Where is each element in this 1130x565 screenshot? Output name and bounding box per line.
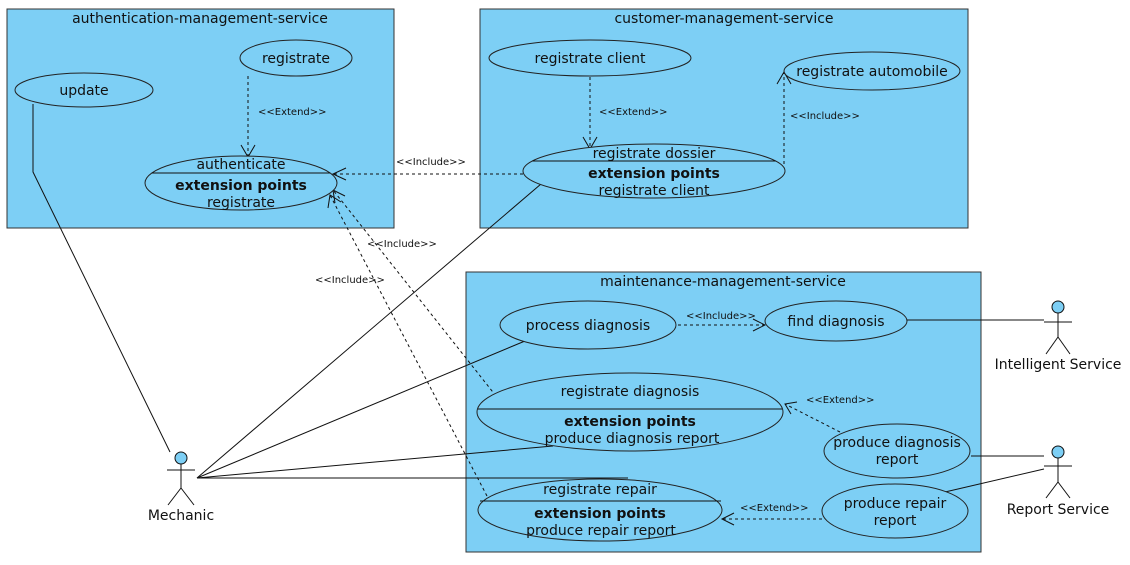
label-include-repair-auth: <<Include>> [315, 275, 385, 286]
actor-head-icon [1051, 445, 1065, 459]
assoc-mechanic-diagnosis [196, 445, 554, 479]
svg-text:produce repair: produce repair [844, 496, 947, 512]
actor-intelligent-service[interactable]: Intelligent Service [995, 300, 1122, 373]
svg-text:registrate client: registrate client [535, 51, 646, 67]
use-case-registrate-dossier[interactable]: registrate dossier extension points regi… [522, 143, 786, 199]
svg-text:find diagnosis: find diagnosis [787, 314, 884, 330]
svg-text:registrate automobile: registrate automobile [796, 64, 948, 80]
svg-text:extension points: extension points [175, 178, 307, 194]
label-extend-client: <<Extend>> [599, 107, 668, 118]
svg-text:registrate diagnosis: registrate diagnosis [561, 384, 700, 400]
label-include-diag-auth: <<Include>> [367, 239, 437, 250]
actor-intelligent-label: Intelligent Service [995, 357, 1122, 373]
label-include-automobile: <<Include>> [790, 111, 860, 122]
svg-text:registrate client: registrate client [599, 183, 710, 199]
svg-text:update: update [59, 83, 108, 99]
label-include-find: <<Include>> [686, 311, 756, 322]
actor-mechanic-label: Mechanic [148, 508, 214, 524]
assoc-mechanic-update [32, 104, 171, 453]
use-case-find-diagnosis[interactable]: find diagnosis [764, 300, 908, 342]
label-include-dossier-auth: <<Include>> [396, 157, 466, 168]
use-case-authenticate[interactable]: authenticate extension points registrate [144, 155, 338, 211]
label-extend-registrate: <<Extend>> [258, 107, 327, 118]
assoc-mechanic-dossier [196, 183, 542, 479]
svg-text:authenticate: authenticate [196, 157, 285, 173]
associations [32, 104, 1045, 493]
svg-text:registrate: registrate [207, 195, 275, 211]
use-case-registrate-automobile[interactable]: registrate automobile [783, 51, 961, 91]
use-case-produce-repair-report[interactable]: produce repair report [821, 483, 969, 539]
assoc-mechanic-process [196, 340, 526, 479]
actor-mechanic[interactable]: Mechanic [148, 451, 214, 524]
label-extend-repair: <<Extend>> [740, 503, 809, 514]
package-customer-title: customer-management-service [614, 11, 833, 27]
svg-text:report: report [874, 513, 917, 529]
label-extend-diag: <<Extend>> [806, 395, 875, 406]
actor-head-icon [174, 451, 188, 465]
use-case-registrate[interactable]: registrate [239, 39, 353, 77]
use-case-registrate-client[interactable]: registrate client [488, 39, 692, 77]
svg-text:process diagnosis: process diagnosis [526, 318, 650, 334]
svg-text:produce diagnosis: produce diagnosis [833, 435, 961, 451]
use-case-registrate-repair[interactable]: registrate repair extension points produ… [477, 478, 723, 542]
actor-report-label: Report Service [1007, 502, 1110, 518]
svg-text:produce diagnosis report: produce diagnosis report [545, 431, 720, 447]
svg-text:report: report [876, 452, 919, 468]
svg-text:extension points: extension points [564, 414, 696, 430]
svg-text:produce repair report: produce repair report [526, 523, 676, 539]
actor-head-icon [1051, 300, 1065, 314]
svg-text:registrate dossier: registrate dossier [593, 146, 716, 162]
use-case-registrate-diagnosis[interactable]: registrate diagnosis extension points pr… [476, 372, 784, 452]
use-case-process-diagnosis[interactable]: process diagnosis [499, 300, 677, 350]
svg-text:registrate repair: registrate repair [543, 482, 657, 498]
package-maintenance-title: maintenance-management-service [600, 274, 846, 290]
svg-text:registrate: registrate [262, 51, 330, 67]
svg-text:extension points: extension points [588, 166, 720, 182]
use-case-update[interactable]: update [14, 72, 154, 108]
dependencies: <<Extend>> <<Include>> <<Extend>> <<Incl… [240, 71, 875, 526]
svg-text:extension points: extension points [534, 506, 666, 522]
assoc-prorepair-report [944, 468, 1045, 493]
actor-report-service[interactable]: Report Service [1007, 445, 1110, 518]
use-case-produce-diagnosis-report[interactable]: produce diagnosis report [823, 423, 971, 479]
package-auth-title: authentication-management-service [72, 11, 328, 27]
